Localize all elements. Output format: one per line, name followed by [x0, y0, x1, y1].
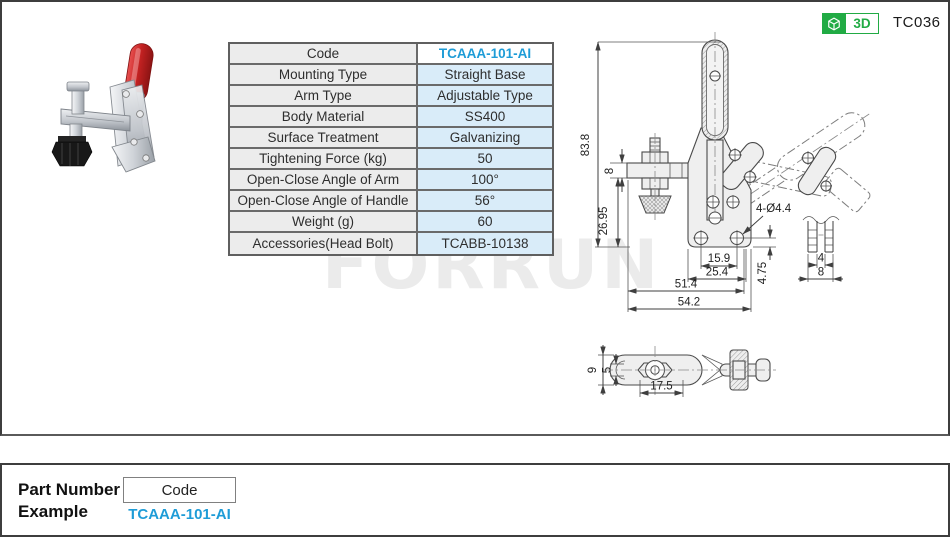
- spec-label: Arm Type: [230, 86, 418, 105]
- dim-channel-inner: 4: [818, 253, 825, 265]
- table-row: Weight (g)60: [230, 212, 552, 233]
- spec-label: Mounting Type: [230, 65, 418, 84]
- dim-base-height: 26.95: [598, 207, 610, 236]
- product-photo: [51, 43, 156, 173]
- front-view: [626, 32, 837, 248]
- dim-plan-inner: 5: [602, 367, 614, 373]
- table-row: Accessories(Head Bolt)TCABB-10138: [230, 233, 552, 254]
- badge-3d-label: 3D: [846, 13, 879, 34]
- front-dimensions: 83.8 8 26.95 4-Ø4.4 15.9 25.4 51.4 54.2 …: [580, 41, 792, 312]
- spec-value: 50: [418, 149, 552, 168]
- table-row: Tightening Force (kg)50: [230, 149, 552, 170]
- spec-label: Weight (g): [230, 212, 418, 231]
- side-channel-view: 4 8: [798, 216, 843, 282]
- spec-value: 56°: [418, 191, 552, 210]
- spec-label: Open-Close Angle of Handle: [230, 191, 418, 210]
- badge-3d[interactable]: 3D: [822, 13, 879, 34]
- mounting-holes: [693, 195, 745, 246]
- dim-hole-pitch: 15.9: [708, 253, 730, 265]
- dim-width-54: 54.2: [678, 297, 700, 309]
- spec-label: Tightening Force (kg): [230, 149, 418, 168]
- technical-drawing: .out{stroke:#4a4a4a;stroke-width:1.1;fil…: [580, 32, 871, 397]
- spindle: [638, 133, 672, 220]
- plan-view: 9 5 17.5: [587, 345, 776, 397]
- part-number-code-value[interactable]: TCAAA-101-AI: [128, 506, 231, 523]
- dim-total-height: 83.8: [580, 134, 592, 156]
- spec-value: TCABB-10138: [418, 233, 552, 254]
- dim-plan-outer: 9: [587, 367, 599, 373]
- spec-value: 100°: [418, 170, 552, 189]
- spec-value-code[interactable]: TCAAA-101-AI: [418, 44, 552, 63]
- dim-plan-length: 17.5: [650, 381, 672, 393]
- spec-label: Accessories(Head Bolt): [230, 233, 418, 254]
- dim-arm-thickness: 8: [604, 168, 616, 174]
- dim-channel-outer: 8: [818, 267, 824, 279]
- page-code: TC036: [893, 14, 941, 31]
- spec-value: 60: [418, 212, 552, 231]
- code-label-box: Code: [123, 477, 236, 503]
- dim-edge-offset: 4.75: [757, 262, 769, 284]
- clamp-spindle-knob: [51, 136, 93, 167]
- spec-label: Code: [230, 44, 418, 63]
- spec-value: Adjustable Type: [418, 86, 552, 105]
- cube-3d-icon: [822, 13, 846, 34]
- part-number-title-line2: Example: [18, 502, 88, 522]
- spec-value: SS400: [418, 107, 552, 126]
- spec-label: Open-Close Angle of Arm: [230, 170, 418, 189]
- part-number-title: Part Number Example: [18, 479, 120, 523]
- spec-value: Straight Base: [418, 65, 552, 84]
- dim-hole-note: 4-Ø4.4: [756, 203, 792, 215]
- dim-width-51: 51.4: [675, 279, 698, 291]
- spec-label: Surface Treatment: [230, 128, 418, 147]
- part-number-title-line1: Part Number: [18, 480, 121, 499]
- dim-width-25: 25.4: [706, 267, 729, 279]
- spec-value: Galvanizing: [418, 128, 552, 147]
- spec-label: Body Material: [230, 107, 418, 126]
- pivot-holes: [708, 70, 832, 225]
